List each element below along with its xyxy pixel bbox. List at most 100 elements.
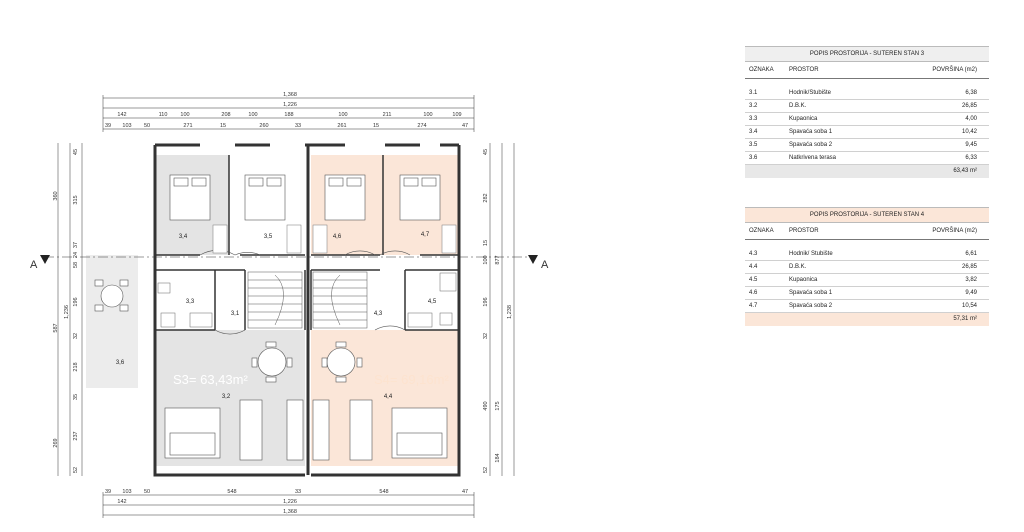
right-dim-labels: 282 45 15 100 877 196 32 1,238 490 175 1… — [483, 149, 513, 473]
room-label-3-4: 3,4 — [179, 234, 188, 240]
dim-overall-top: 1,368 — [283, 92, 297, 98]
svg-text:100: 100 — [180, 112, 189, 118]
svg-text:218: 218 — [73, 362, 79, 371]
svg-text:1,236: 1,236 — [64, 305, 70, 319]
dim-overall-bottom: 1,368 — [283, 509, 297, 515]
svg-text:100: 100 — [483, 255, 489, 264]
svg-text:282: 282 — [483, 193, 489, 202]
svg-text:196: 196 — [73, 297, 79, 306]
dim-inner-bottom: 1,226 — [283, 499, 297, 505]
svg-text:587: 587 — [53, 323, 59, 332]
room-label-4-5: 4,5 — [428, 299, 437, 305]
svg-text:33: 33 — [295, 123, 301, 129]
living-furniture — [164, 399, 448, 461]
dim-bottom-142: 142 — [117, 499, 126, 505]
room-label-3-3: 3,3 — [186, 299, 195, 305]
room-table-stan-3: POPIS PROSTORIJA - SUTEREN STAN 3 OZNAKA… — [745, 46, 989, 178]
section-marker-left-icon — [40, 255, 50, 264]
svg-text:211: 211 — [383, 112, 392, 118]
svg-text:15: 15 — [373, 123, 379, 129]
floor-plan: 1,368 1,226 142 110 100 208 100 188 100 … — [30, 92, 549, 518]
section-label-left: A — [30, 259, 38, 271]
dim-row-top-1: 142 110 100 208 100 188 100 211 100 109 — [117, 112, 461, 118]
inner-walls — [155, 155, 459, 331]
svg-text:548: 548 — [379, 489, 388, 495]
svg-text:33: 33 — [295, 489, 301, 495]
svg-text:100: 100 — [338, 112, 347, 118]
col-povrsina: POVRŠINA (m2) — [932, 228, 977, 234]
svg-text:50: 50 — [144, 123, 150, 129]
table-header: OZNAKA PROSTOR POVRŠINA (m2) — [745, 62, 989, 79]
bathroom-fixtures — [157, 272, 457, 328]
svg-text:52: 52 — [483, 467, 489, 473]
bottom-dimensions — [102, 492, 475, 518]
section-line — [40, 255, 538, 264]
room-labels: 3,4 3,5 4,6 4,7 3,3 3,1 4,3 4,5 3,6 3,2 … — [116, 232, 437, 400]
svg-text:103: 103 — [122, 489, 131, 495]
svg-text:37: 37 — [73, 242, 79, 248]
wardrobes — [212, 224, 457, 254]
svg-text:50: 50 — [144, 489, 150, 495]
svg-text:110: 110 — [159, 112, 168, 118]
dim-row-top-2: 39 103 50 271 15 260 33 261 15 274 47 — [105, 123, 468, 129]
table-title: POPIS PROSTORIJA - SUTEREN STAN 4 — [745, 207, 989, 223]
col-prostor: PROSTOR — [789, 228, 819, 234]
top-dimensions — [102, 95, 475, 132]
room-label-3-2: 3,2 — [222, 394, 231, 400]
svg-text:15: 15 — [483, 240, 489, 246]
svg-text:39: 39 — [105, 123, 111, 129]
svg-text:877: 877 — [495, 255, 501, 264]
svg-text:35: 35 — [73, 394, 79, 400]
room-label-4-7: 4,7 — [421, 232, 430, 238]
svg-text:548: 548 — [227, 489, 236, 495]
svg-text:175: 175 — [495, 401, 501, 410]
svg-text:103: 103 — [122, 123, 131, 129]
col-povrsina: POVRŠINA (m2) — [932, 67, 977, 73]
svg-text:188: 188 — [284, 112, 293, 118]
svg-text:208: 208 — [221, 112, 230, 118]
svg-text:269: 269 — [53, 438, 59, 447]
svg-text:47: 47 — [462, 123, 468, 129]
svg-text:490: 490 — [483, 401, 489, 410]
svg-text:52: 52 — [73, 467, 79, 473]
svg-text:315: 315 — [73, 195, 79, 204]
svg-text:32: 32 — [483, 333, 489, 339]
right-dimensions — [489, 143, 515, 476]
dim-inner-top: 1,226 — [283, 102, 297, 108]
svg-text:142: 142 — [117, 112, 126, 118]
room-label-3-6: 3,6 — [116, 360, 125, 366]
room-label-4-3: 4,3 — [374, 311, 383, 317]
col-oznaka: OZNAKA — [749, 228, 774, 234]
svg-text:100: 100 — [248, 112, 257, 118]
stairs — [247, 271, 368, 329]
svg-text:1,238: 1,238 — [507, 305, 513, 319]
room-label-4-4: 4,4 — [384, 394, 393, 400]
dim-row-bottom-1: 39 103 50 548 33 548 47 — [105, 489, 468, 495]
svg-text:261: 261 — [337, 123, 346, 129]
col-prostor: PROSTOR — [789, 67, 819, 73]
terrace-3-6-fill — [86, 255, 138, 388]
dining-tables — [94, 279, 363, 383]
svg-text:260: 260 — [259, 123, 268, 129]
room-label-4-6: 4,6 — [333, 234, 342, 240]
svg-text:196: 196 — [483, 297, 489, 306]
unit-area-s3: S3= 63,43m² — [173, 372, 248, 387]
svg-text:24: 24 — [73, 252, 79, 258]
beds — [169, 174, 441, 221]
svg-text:184: 184 — [495, 453, 501, 462]
unit-area-s4: S4= 69,16m² — [374, 372, 449, 387]
room-label-3-1: 3,1 — [231, 311, 240, 317]
svg-text:109: 109 — [452, 112, 461, 118]
table-title: POPIS PROSTORIJA - SUTEREN STAN 3 — [745, 46, 989, 62]
svg-text:45: 45 — [483, 149, 489, 155]
